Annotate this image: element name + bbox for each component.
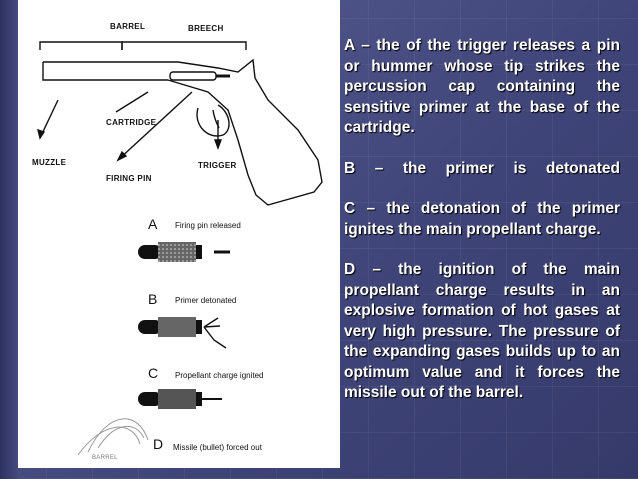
paragraph-c: C – the detonation of the primer ignites…: [344, 200, 620, 238]
label-barrel: BARREL: [110, 22, 146, 31]
barrel-outline: [43, 58, 256, 79]
cartridge-a: [138, 242, 230, 262]
label-breech: BREECH: [188, 24, 224, 33]
breech-bracket: [121, 41, 247, 50]
step-letter-a: A: [148, 216, 158, 232]
label-firing-pin: FIRING PIN: [106, 174, 152, 183]
barrel-bracket: [39, 41, 123, 50]
label-trigger: TRIGGER: [198, 161, 237, 170]
step-caption-c: Propellant charge ignited: [175, 371, 264, 380]
paragraph-a: A – the of the trigger releases a pin or…: [344, 37, 620, 136]
paragraph-d: D – the ignition of the main propellant …: [344, 261, 620, 401]
left-accent-bar: [0, 0, 18, 479]
step-caption-a: Firing pin released: [175, 221, 241, 230]
bullet-motion-arcs: [77, 418, 149, 456]
diagram-drawing: [37, 41, 323, 456]
paragraph-b: B – the primer is detonated: [344, 159, 620, 177]
label-muzzle: MUZZLE: [32, 158, 67, 167]
step-caption-d: Missile (bullet) forced out: [173, 443, 262, 452]
step-letter-b: B: [148, 291, 158, 307]
step-caption-b: Primer detonated: [175, 296, 237, 305]
revolver-diagram: BARREL BREECH CARTRIDGE MUZZLE TRIGGER F…: [18, 0, 340, 468]
explanation-text: A – the of the trigger releases a pin or…: [344, 36, 620, 424]
cartridge-b: [138, 317, 227, 349]
label-cartridge: CARTRIDGE: [106, 118, 157, 127]
cartridge-c: [138, 389, 222, 409]
step-letter-d: D: [153, 436, 164, 452]
label-barrel-small: BARREL: [92, 455, 118, 461]
step-letter-c: C: [148, 365, 159, 381]
